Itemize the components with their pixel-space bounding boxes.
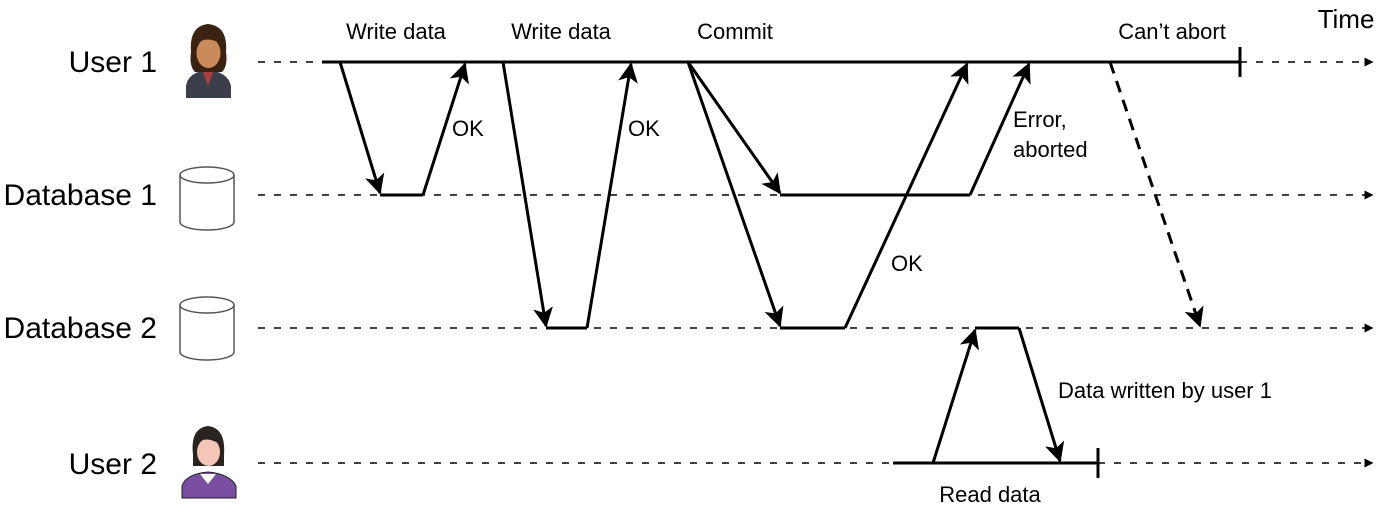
arrow-error-aborted-db1 xyxy=(968,62,1031,196)
arrow-commit-db1 xyxy=(686,61,782,195)
arrow-ok-db2 xyxy=(585,62,638,329)
label-ok-2: OK xyxy=(628,116,660,141)
time-axis-label: Time xyxy=(1318,4,1375,34)
lane-label-user2: User 2 xyxy=(69,448,157,481)
arrow-read-data-db2 xyxy=(931,328,980,464)
label-ok-1: OK xyxy=(452,116,484,141)
database-cylinder-icon xyxy=(179,166,235,231)
person-female-dark-icon xyxy=(186,24,231,98)
lane-label-user1: User 1 xyxy=(69,46,157,79)
label-error: Error, xyxy=(1013,107,1067,132)
label-ok-3: OK xyxy=(891,251,923,276)
label-aborted: aborted xyxy=(1013,137,1088,162)
label-cant-abort: Can’t abort xyxy=(1118,19,1226,44)
label-read-data: Read data xyxy=(939,482,1041,507)
person-female-light-icon xyxy=(181,426,237,499)
arrow-data-written-user2 xyxy=(1017,327,1065,463)
lane-label-database2: Database 2 xyxy=(4,312,157,345)
arrow-ok-db1 xyxy=(421,62,469,196)
label-write-data-2: Write data xyxy=(511,19,612,44)
arrow-write-data-db1 xyxy=(338,61,385,195)
label-write-data-1: Write data xyxy=(346,19,447,44)
arrow-cant-abort-db2 xyxy=(1108,61,1204,328)
label-data-written: Data written by user 1 xyxy=(1058,378,1272,403)
database-cylinder-icon xyxy=(179,296,235,361)
arrow-ok-commit-db2 xyxy=(843,62,969,329)
arrow-write-data-db2 xyxy=(501,61,553,328)
lane-label-database1: Database 1 xyxy=(4,179,157,212)
label-commit: Commit xyxy=(697,19,773,44)
arrow-commit-db2 xyxy=(686,61,784,328)
